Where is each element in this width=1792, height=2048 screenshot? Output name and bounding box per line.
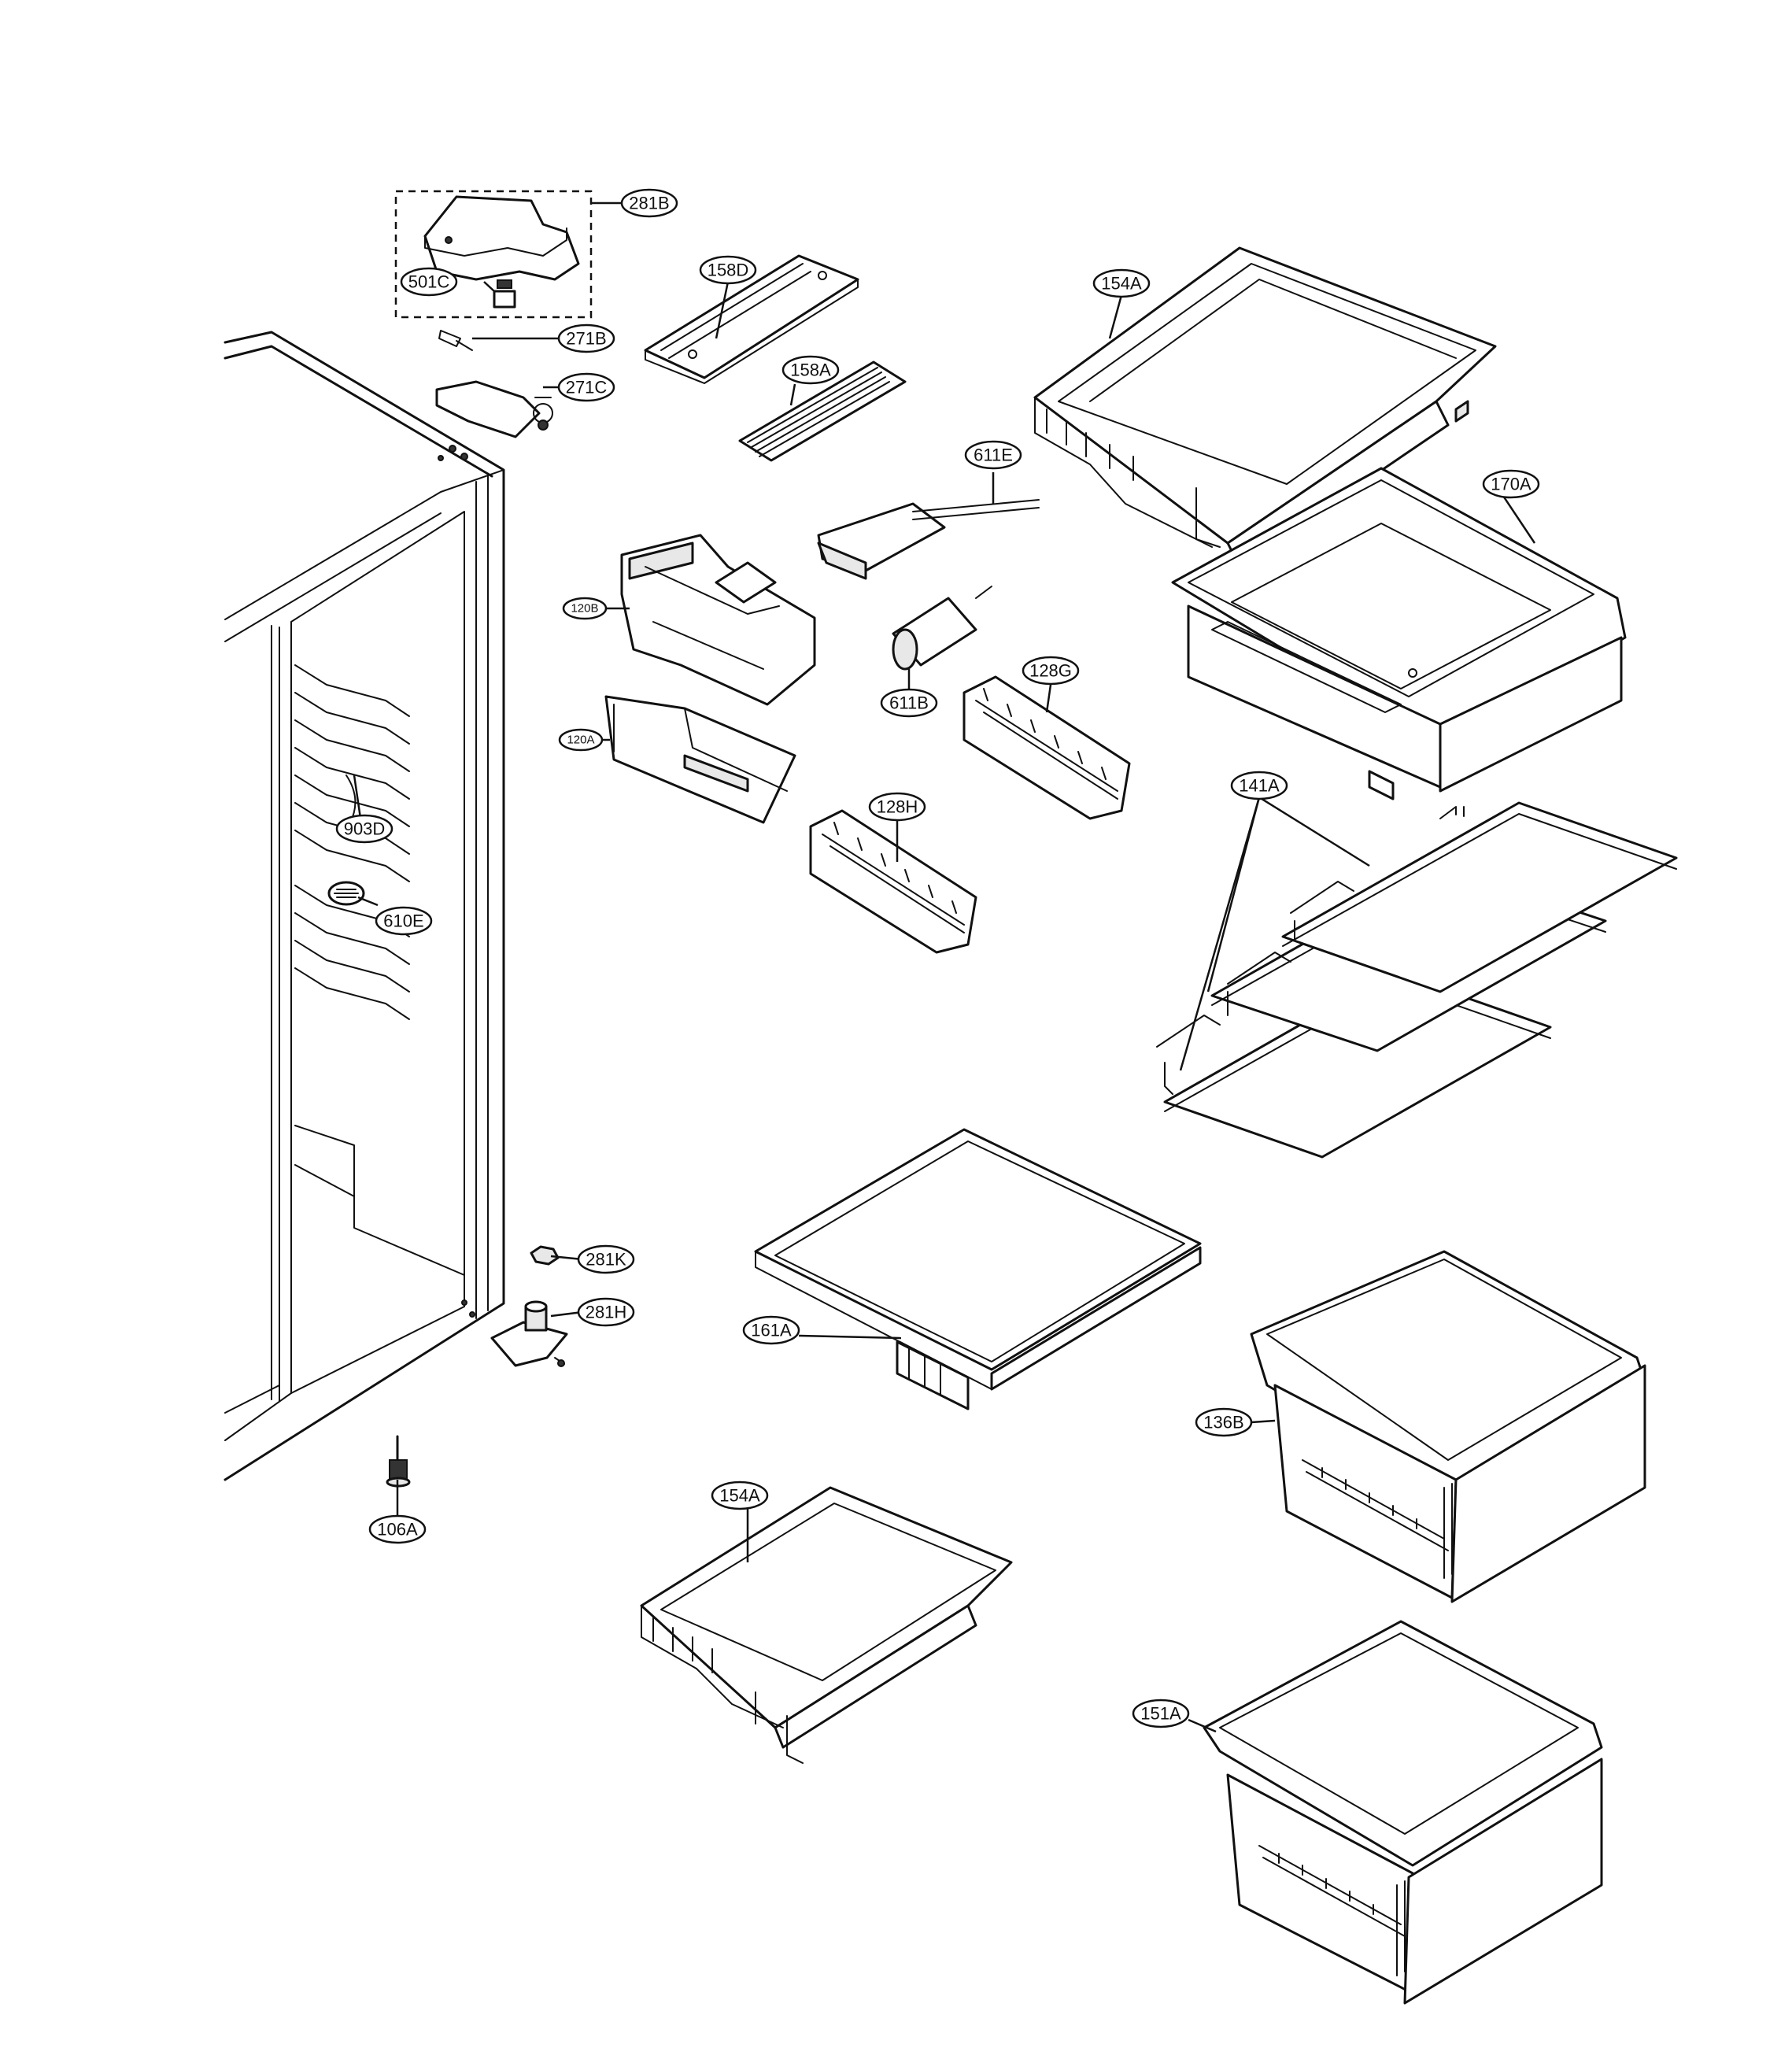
wire-frame-shelf xyxy=(754,1128,1202,1410)
svg-text:106A: 106A xyxy=(377,1520,418,1540)
callout-120B: 120B xyxy=(562,597,608,620)
water-filter-cartridge xyxy=(892,586,992,671)
svg-text:136B: 136B xyxy=(1203,1413,1243,1432)
svg-text:611E: 611E xyxy=(974,445,1013,465)
callout-903D: 903D xyxy=(335,814,394,844)
callout-154A-bottom: 154A xyxy=(711,1481,769,1510)
callout-281K: 281K xyxy=(577,1244,635,1274)
hinge-cover-group xyxy=(394,190,593,319)
svg-text:281H: 281H xyxy=(586,1303,627,1322)
callout-141A: 141A xyxy=(1230,771,1288,800)
callout-106A: 106A xyxy=(368,1514,427,1544)
callout-271B: 271B xyxy=(557,323,615,353)
callout-128G: 128G xyxy=(1022,656,1080,686)
callout-136B: 136B xyxy=(1195,1407,1253,1437)
shelf-rail-left xyxy=(809,809,977,954)
svg-text:170A: 170A xyxy=(1491,475,1532,494)
callout-271C: 271C xyxy=(557,372,615,402)
callout-610E: 610E xyxy=(375,906,433,936)
svg-text:158D: 158D xyxy=(708,261,749,280)
glass-shelves xyxy=(1156,801,1678,1159)
vent-grille xyxy=(738,360,907,462)
callout-611E: 611E xyxy=(964,440,1022,470)
callout-154A-top: 154A xyxy=(1092,268,1151,298)
svg-text:611B: 611B xyxy=(889,693,929,713)
callout-161A: 161A xyxy=(742,1315,800,1345)
svg-text:161A: 161A xyxy=(751,1321,792,1340)
hinge-pin xyxy=(438,330,473,351)
crisper-drawer-upper xyxy=(1250,1250,1646,1603)
svg-text:501C: 501C xyxy=(408,272,450,292)
pantry-drawer xyxy=(1171,467,1627,800)
svg-text:903D: 903D xyxy=(344,819,386,839)
dispenser-cover xyxy=(604,695,796,824)
svg-text:120B: 120B xyxy=(571,602,598,616)
svg-text:120A: 120A xyxy=(567,734,594,747)
callout-281H: 281H xyxy=(577,1297,635,1327)
svg-text:610E: 610E xyxy=(383,911,423,931)
callout-158A: 158A xyxy=(781,355,840,385)
svg-text:151A: 151A xyxy=(1140,1704,1181,1724)
refrigerator-cabinet xyxy=(224,331,505,1481)
svg-text:281B: 281B xyxy=(629,194,669,213)
leveling-leg xyxy=(386,1435,411,1488)
lower-hinge xyxy=(490,1300,568,1367)
crisper-drawer-lower xyxy=(1203,1620,1603,2005)
svg-text:271B: 271B xyxy=(566,329,606,349)
callout-501C: 501C xyxy=(400,267,458,297)
svg-text:271C: 271C xyxy=(566,378,608,397)
water-tank-housing xyxy=(620,534,816,706)
callout-170A: 170A xyxy=(1482,469,1540,499)
callout-151A: 151A xyxy=(1132,1699,1190,1728)
callout-128H: 128H xyxy=(868,792,926,822)
svg-text:141A: 141A xyxy=(1239,776,1280,796)
svg-text:281K: 281K xyxy=(586,1250,626,1270)
cabinet-ribs xyxy=(294,664,410,1020)
shelf-rail-cover xyxy=(644,254,859,384)
callout-158D: 158D xyxy=(699,255,757,285)
svg-text:128H: 128H xyxy=(877,797,918,817)
shelf-rail-right xyxy=(963,675,1131,820)
callout-120A: 120A xyxy=(558,728,604,752)
svg-text:158A: 158A xyxy=(790,360,831,380)
callout-281B: 281B xyxy=(620,188,678,218)
sensor-assembly xyxy=(817,499,1040,580)
svg-text:154A: 154A xyxy=(719,1486,760,1506)
callout-611B: 611B xyxy=(880,688,938,718)
upper-hinge xyxy=(435,380,553,438)
svg-text:154A: 154A xyxy=(1101,274,1142,294)
crisper-cover-bottom xyxy=(640,1486,1013,1764)
svg-text:128G: 128G xyxy=(1029,661,1072,681)
hinge-nut xyxy=(530,1245,560,1266)
